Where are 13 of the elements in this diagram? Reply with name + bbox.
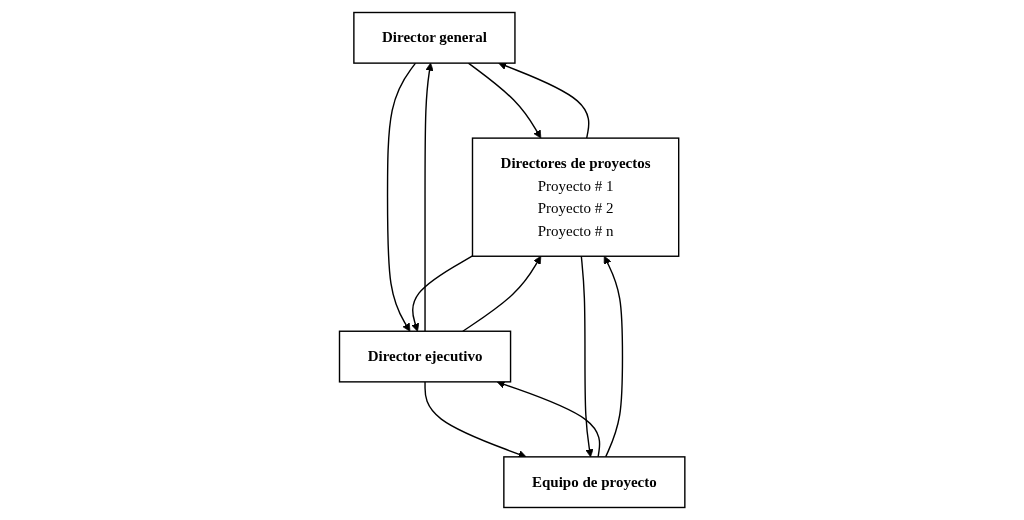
- arrow: [498, 62, 590, 139]
- node-box: Director general: [353, 11, 516, 64]
- arrow: [461, 255, 542, 332]
- node-box: Equipo de proyecto: [502, 456, 686, 509]
- arrow: [467, 62, 542, 139]
- arrow: [386, 62, 417, 332]
- arrow: [603, 255, 623, 458]
- arrow: [424, 62, 434, 332]
- arrow: [580, 255, 594, 458]
- node-box: Director ejecutivo: [338, 330, 512, 383]
- node-box: Directores de proyectos Proyecto # 1 Proyecto # 2 Proyecto # n: [471, 137, 680, 257]
- arrow: [411, 255, 474, 332]
- arrow: [496, 380, 601, 458]
